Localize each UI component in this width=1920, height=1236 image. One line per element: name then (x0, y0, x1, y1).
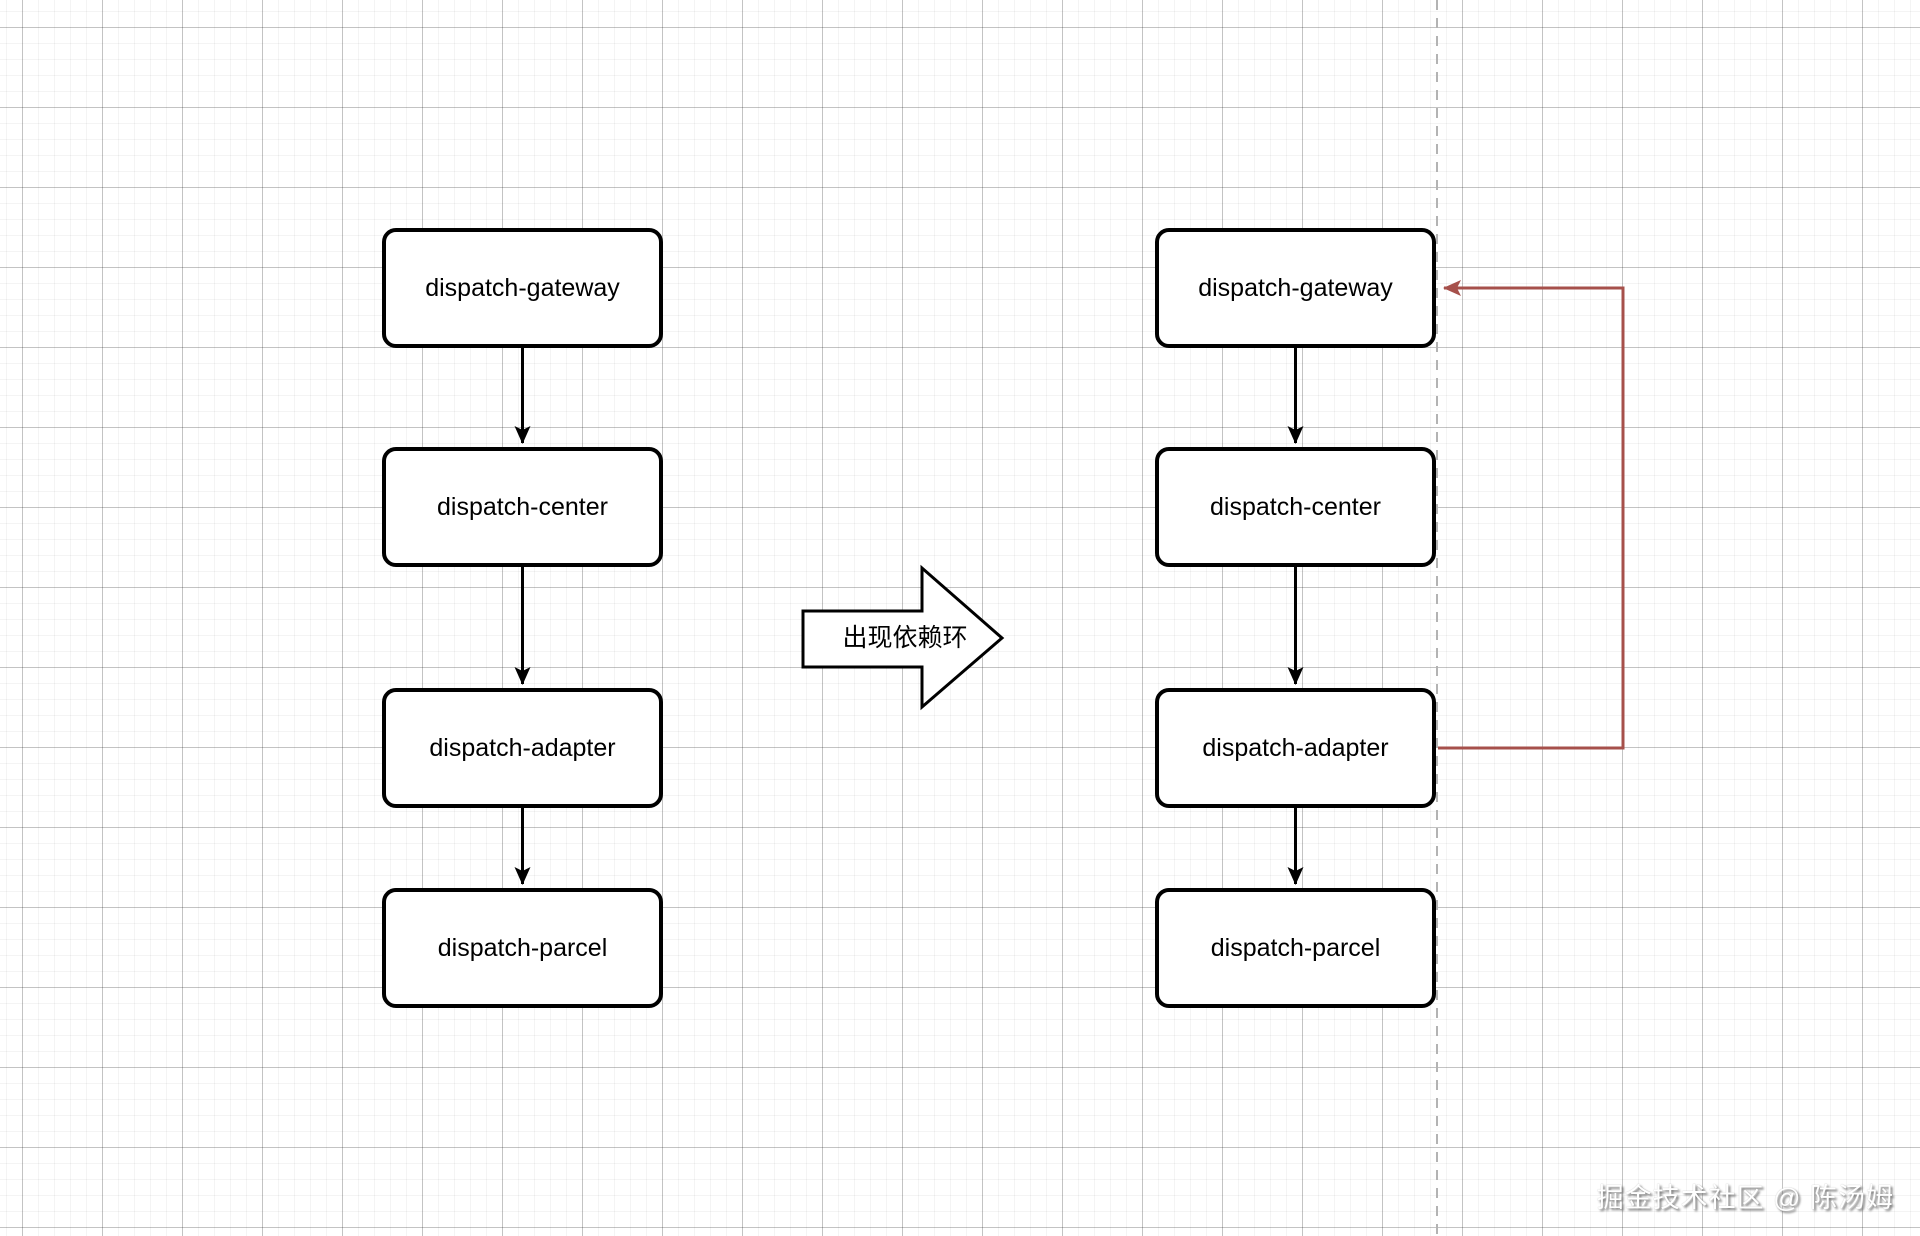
node-label: dispatch-gateway (1198, 273, 1393, 302)
node-label: dispatch-adapter (429, 733, 616, 762)
watermark: 掘金技术社区 @ 陈汤姆 (1596, 1183, 1894, 1213)
node-dispatch-center-after: dispatch-center (1155, 447, 1436, 567)
node-label: dispatch-parcel (1210, 933, 1381, 962)
node-dispatch-adapter-after: dispatch-adapter (1155, 688, 1436, 808)
transition-arrow-shape (801, 564, 1005, 711)
node-label: dispatch-center (437, 492, 608, 521)
transition-arrow-label: 出现依赖环 (842, 624, 968, 652)
node-dispatch-gateway-before: dispatch-gateway (382, 228, 663, 348)
node-label: dispatch-center (1210, 492, 1381, 521)
node-dispatch-parcel-after: dispatch-parcel (1155, 888, 1436, 1008)
node-dispatch-gateway-after: dispatch-gateway (1155, 228, 1436, 348)
cycle-arrow (1438, 280, 1625, 750)
node-label: dispatch-adapter (1202, 733, 1389, 762)
node-dispatch-parcel-before: dispatch-parcel (382, 888, 663, 1008)
node-label: dispatch-parcel (437, 933, 608, 962)
node-dispatch-adapter-before: dispatch-adapter (382, 688, 663, 808)
node-label: dispatch-gateway (425, 273, 620, 302)
node-dispatch-center-before: dispatch-center (382, 447, 663, 567)
